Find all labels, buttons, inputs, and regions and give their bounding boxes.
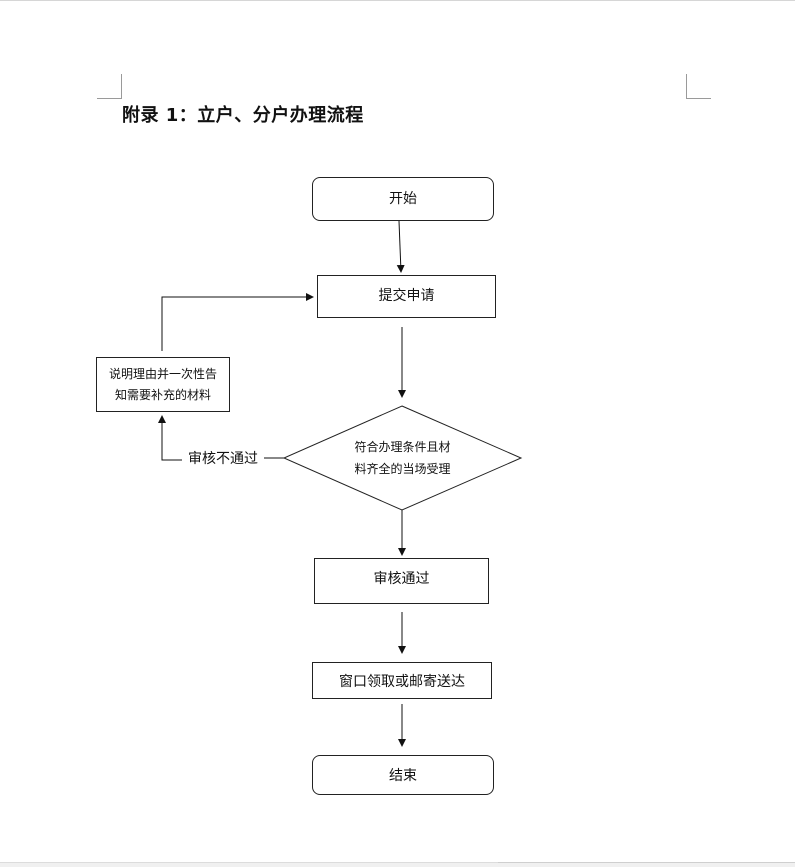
end-node: 结束 xyxy=(312,755,494,795)
decision-line2: 料齐全的当场受理 xyxy=(354,462,451,476)
explain-node-line2: 知需要补充的材料 xyxy=(114,387,211,402)
arrow-explain-to-submit xyxy=(161,293,314,351)
submit-application-node: 提交申请 xyxy=(317,275,496,318)
margin-corner-top-right xyxy=(686,74,711,99)
approved-node-label: 审核通过 xyxy=(373,571,430,587)
window-pickup-node: 窗口领取或邮寄送达 xyxy=(312,662,492,699)
page-top-border xyxy=(0,0,795,1)
end-node-label: 结束 xyxy=(389,768,417,784)
decision-node-label: 符合办理条件且材 料齐全的当场受理 xyxy=(330,436,475,480)
page-bottom-border xyxy=(0,862,795,867)
explain-reason-node: 说明理由并一次性告 知需要补充的材料 xyxy=(96,357,230,412)
margin-corner-top-left xyxy=(97,74,122,99)
arrow-rejected-to-explain xyxy=(158,415,182,461)
approved-node: 审核通过 xyxy=(314,558,489,604)
window-node-label: 窗口领取或邮寄送达 xyxy=(339,673,465,690)
start-node: 开始 xyxy=(312,177,494,221)
explain-node-line1: 说明理由并一次性告 xyxy=(108,366,217,381)
rejected-edge-label: 审核不通过 xyxy=(188,448,258,468)
start-node-label: 开始 xyxy=(389,191,417,207)
arrow-start-to-submit xyxy=(396,220,405,273)
page-title: 附录 1：立户、分户办理流程 xyxy=(122,105,364,126)
submit-node-label: 提交申请 xyxy=(378,288,435,304)
decision-line1: 符合办理条件且材 xyxy=(354,440,451,454)
page-bottom-notch xyxy=(498,862,795,863)
